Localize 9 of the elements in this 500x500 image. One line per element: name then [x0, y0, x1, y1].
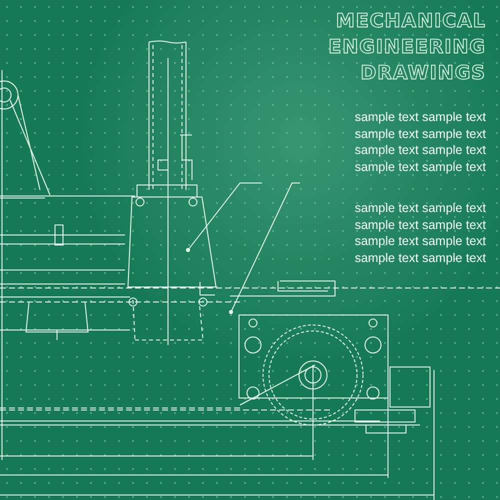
title: MECHANICAL ENGINEERING DRAWINGS	[327, 9, 486, 86]
sample-text-line: sample text sample text	[354, 110, 486, 124]
sample-text-line: sample text sample text	[354, 143, 486, 158]
sample-text-line: sample text sample text	[354, 250, 486, 265]
sample-text-line: sample text sample text	[354, 234, 486, 248]
sample-text-line: sample text sample text	[354, 201, 486, 216]
sample-text-line: sample text sample text	[354, 160, 486, 174]
sample-text-line: sample text sample text	[354, 126, 486, 141]
sample-text-line: sample text sample text	[354, 218, 486, 232]
